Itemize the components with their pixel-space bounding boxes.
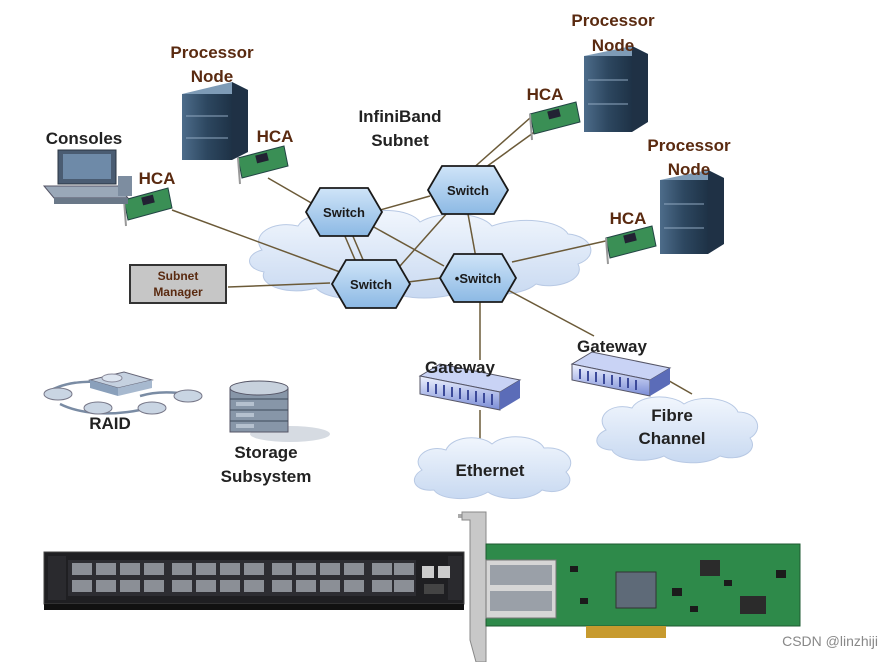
svg-text:Processor: Processor: [170, 43, 254, 62]
fibre-channel-cloud: Fibre Channel: [596, 396, 759, 464]
svg-text:Processor: Processor: [571, 11, 655, 30]
server-tower-icon: [660, 170, 724, 254]
svg-text:Fibre: Fibre: [651, 406, 693, 425]
hca-label: HCA: [610, 209, 647, 228]
gateway-label: Gateway: [577, 337, 647, 356]
hca-label: HCA: [139, 169, 176, 188]
svg-text:Node: Node: [191, 67, 234, 86]
svg-text:Processor: Processor: [647, 136, 731, 155]
infiniband-cloud: [249, 209, 592, 300]
switch-bottom-right: •Switch: [438, 253, 518, 303]
svg-text:Storage: Storage: [234, 443, 297, 462]
switch-label: Switch: [323, 205, 365, 220]
raid-label: RAID: [89, 414, 131, 433]
svg-text:Subnet: Subnet: [371, 131, 429, 150]
svg-text:Subnet: Subnet: [158, 269, 199, 283]
hca-label: HCA: [257, 127, 294, 146]
ethernet-label: Ethernet: [456, 461, 525, 480]
hca-card-icon: [123, 187, 173, 227]
svg-text:Manager: Manager: [153, 285, 203, 299]
consoles-label: Consoles: [46, 129, 123, 148]
switch-label: Switch: [447, 183, 489, 198]
svg-text:Channel: Channel: [638, 429, 705, 448]
svg-text:InfiniBand: InfiniBand: [358, 107, 441, 126]
svg-text:Node: Node: [668, 160, 711, 179]
raid-icon: [43, 371, 203, 415]
storage-label: Storage Subsystem: [221, 443, 312, 486]
server-tower-icon: [584, 46, 648, 132]
network-switch-photo: [43, 551, 465, 610]
processor-node-3-label: Processor Node: [647, 136, 731, 179]
subnet-label: InfiniBand Subnet: [358, 107, 441, 150]
storage-stack-icon: [229, 380, 330, 442]
network-adapter-photo: [458, 511, 801, 662]
processor-node-1-label: Processor Node: [170, 43, 254, 86]
gateway-label: Gateway: [425, 358, 495, 377]
switch-top-right: Switch: [426, 165, 510, 215]
svg-text:Subsystem: Subsystem: [221, 467, 312, 486]
ethernet-cloud: Ethernet: [413, 436, 572, 499]
hca-card-icon: [529, 101, 581, 141]
console-computer-icon: [42, 149, 132, 204]
gateway-device-icon: [570, 351, 672, 397]
switch-bottom-left: Switch: [330, 259, 412, 309]
switch-label: Switch: [350, 277, 392, 292]
switch-label: •Switch: [455, 271, 502, 286]
watermark: CSDN @linzhiji: [782, 633, 878, 649]
hca-card-icon: [237, 145, 289, 185]
network-links: [171, 117, 693, 442]
processor-node-2-label: Processor Node: [571, 11, 655, 55]
hca-card-icon: [605, 225, 657, 265]
hca-label: HCA: [527, 85, 564, 104]
server-tower-icon: [182, 82, 248, 160]
svg-text:Node: Node: [592, 36, 635, 55]
switch-top-left: Switch: [304, 187, 384, 237]
gateway-device-icon: [418, 363, 522, 411]
subnet-manager-box: Subnet Manager: [129, 264, 227, 304]
